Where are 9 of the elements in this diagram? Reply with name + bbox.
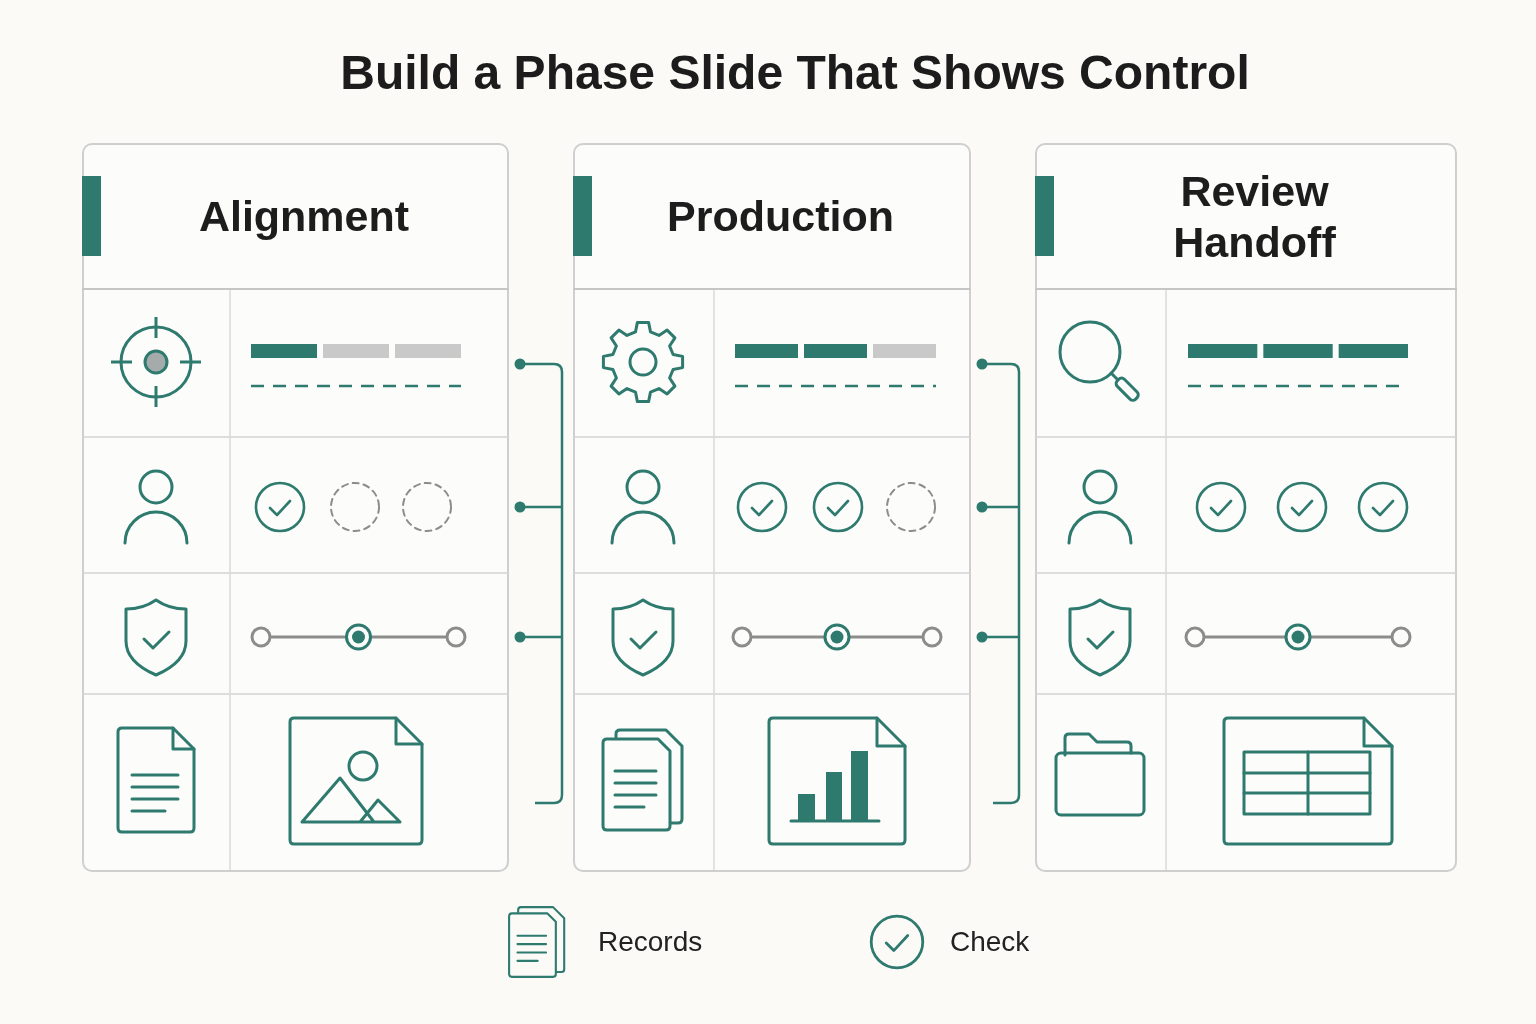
card-heading: Review Handoff bbox=[1172, 165, 1337, 268]
title: Build a Phase Slide That Shows Control bbox=[340, 45, 1250, 101]
card-heading: Alignment bbox=[198, 191, 410, 242]
phase-card bbox=[1035, 143, 1457, 872]
phase-card bbox=[573, 143, 971, 872]
card-heading: Production bbox=[667, 191, 894, 242]
phase-card bbox=[82, 143, 509, 872]
legend-label: Check bbox=[950, 925, 1030, 959]
legend-label: Records bbox=[598, 925, 703, 959]
